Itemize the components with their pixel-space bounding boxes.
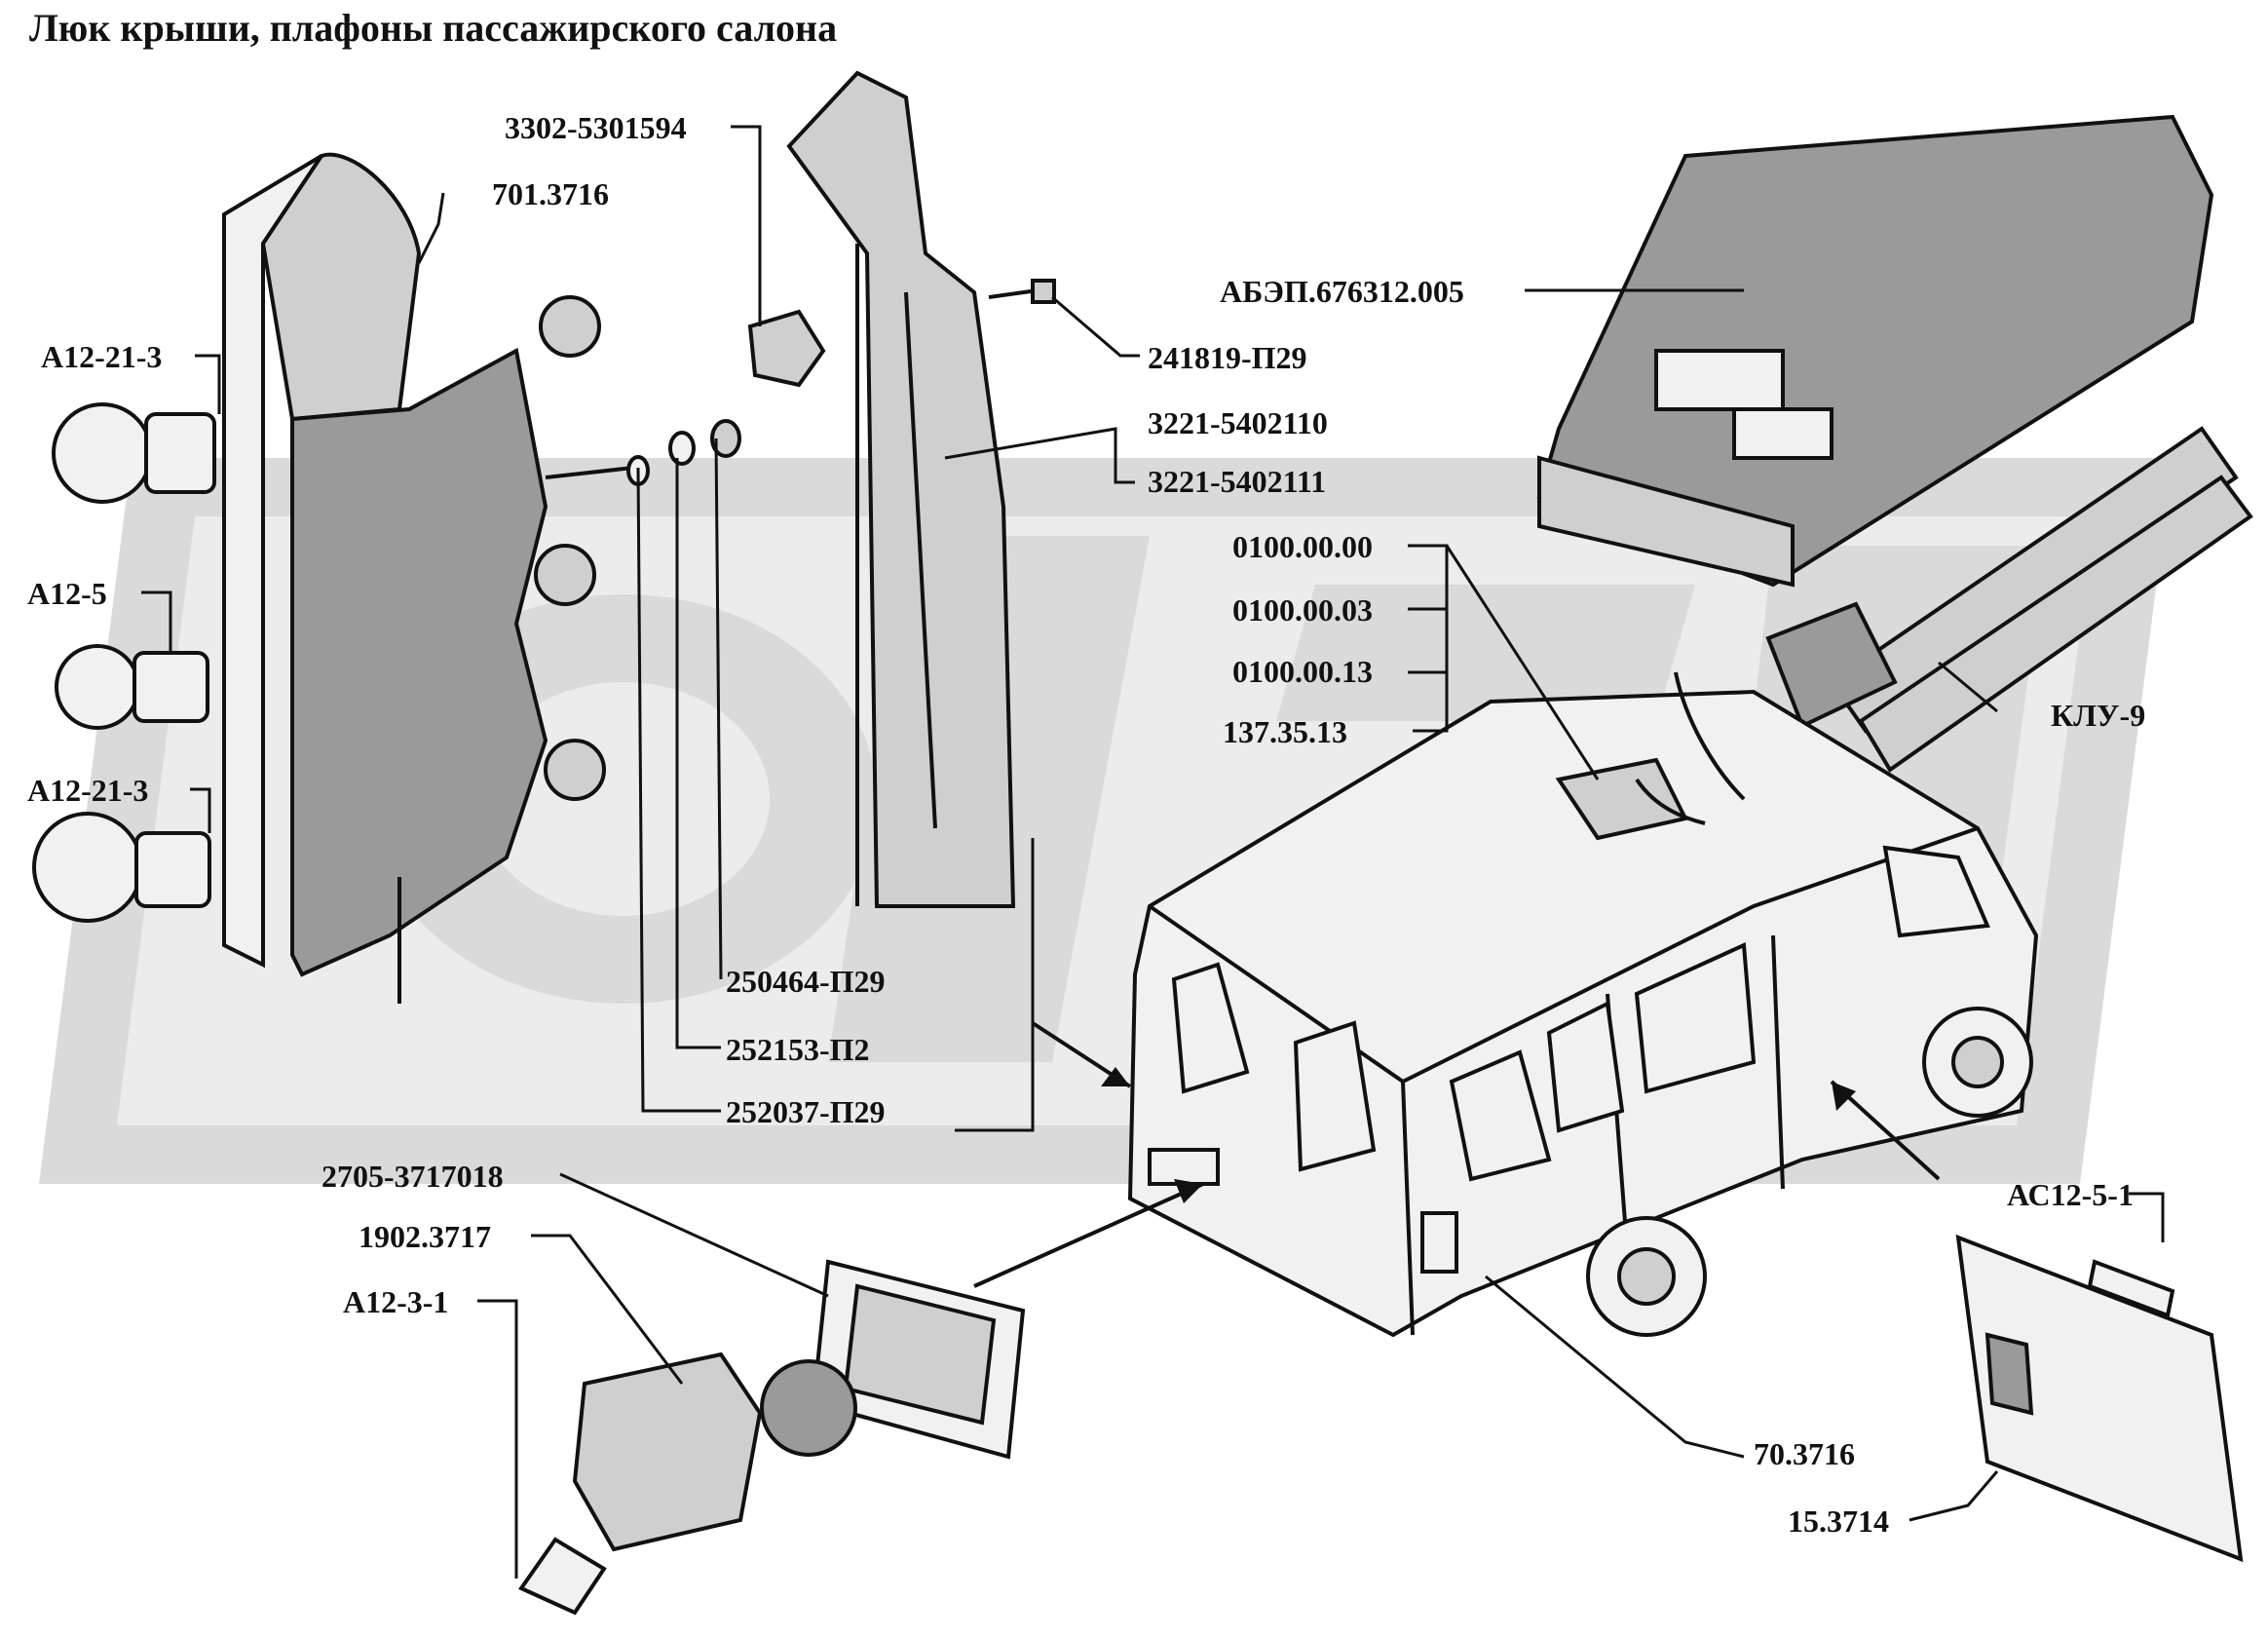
label-701-3716: 701.3716 — [492, 176, 609, 211]
label-15-3714: 15.3714 — [1788, 1504, 1889, 1539]
pillar-bracket — [786, 70, 1016, 908]
label-252037-p29: 252037-П29 — [726, 1094, 886, 1129]
leader-lines — [141, 125, 2165, 1579]
label-3221-5402111: 3221-5402111 — [1148, 464, 1326, 499]
label-3302-5301594: 3302-5301594 — [505, 110, 687, 145]
roof-hatch-module — [1536, 114, 2214, 588]
label-klu-9: КЛУ-9 — [2051, 698, 2145, 733]
label-a12-3-1: А12-3-1 — [343, 1284, 448, 1319]
screw-241819 — [988, 279, 1056, 304]
pointer-arrows — [973, 671, 1941, 1288]
label-abep-676312-005: АБЭП.676312.005 — [1220, 274, 1464, 309]
page-title: Люк крыши, плафоны пассажирского салона — [29, 6, 837, 50]
label-2705-3717018: 2705-3717018 — [321, 1159, 504, 1194]
label-0100-00-03: 0100.00.03 — [1232, 592, 1373, 628]
interior-lamp-15-3714 — [1955, 1234, 2244, 1563]
bulb-a12-21-3-top — [52, 402, 216, 504]
label-ac12-5-1: АС12-5-1 — [2007, 1177, 2134, 1212]
license-lamp-1902 — [572, 1351, 857, 1552]
label-0100-00-13: 0100.00.13 — [1232, 654, 1373, 689]
label-a12-21-3-bottom: А12-21-3 — [27, 773, 148, 808]
bulb-a12-3-1 — [517, 1537, 607, 1616]
label-70-3716: 70.3716 — [1754, 1436, 1855, 1471]
label-a12-21-3-top: А12-21-3 — [41, 339, 162, 374]
label-250464-p29: 250464-П29 — [726, 964, 886, 999]
label-3221-5402110: 3221-5402110 — [1148, 405, 1328, 440]
clip-3302 — [747, 309, 826, 388]
label-0100-00-00: 0100.00.00 — [1232, 529, 1373, 564]
rear-lamp-housing — [222, 152, 741, 1004]
label-252153-p2: 252153-П2 — [726, 1032, 870, 1067]
label-1902-3717: 1902.3717 — [359, 1219, 491, 1254]
van-body — [1127, 689, 2039, 1338]
label-a12-5: А12-5 — [27, 576, 107, 611]
lamp-tubes-klu9 — [1765, 426, 2253, 773]
lamp-frame-2705 — [811, 1259, 1026, 1460]
label-137-35-13: 137.35.13 — [1223, 714, 1347, 749]
bulb-ac12-5-1 — [2087, 1259, 2175, 1318]
label-241819-p29: 241819-П29 — [1148, 340, 1307, 375]
bulb-a12-21-3-bottom — [32, 812, 211, 923]
